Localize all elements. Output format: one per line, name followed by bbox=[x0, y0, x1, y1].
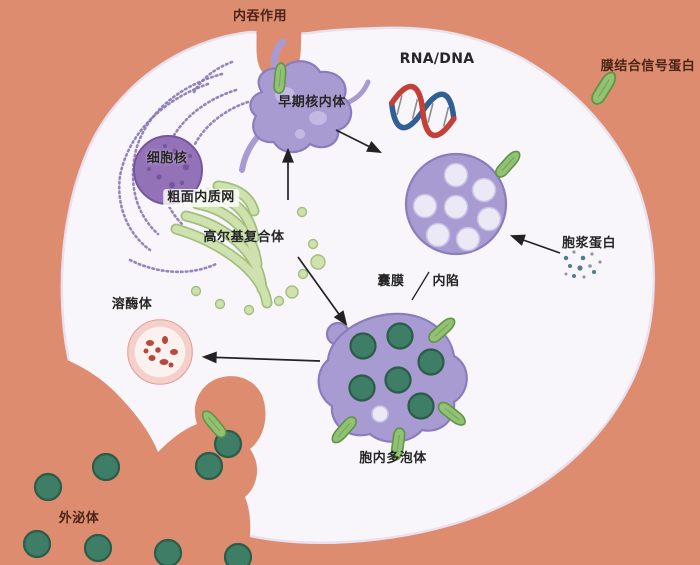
nucleus bbox=[133, 135, 203, 205]
exosome-vesicle bbox=[33, 472, 63, 502]
arrow-mvb-to-lysosome bbox=[201, 351, 321, 364]
dna-helix bbox=[388, 83, 457, 139]
arrow-golgi-to-mvb bbox=[297, 256, 348, 326]
label-endocytosis: 内吞作用 bbox=[232, 9, 288, 24]
exosome-vesicle bbox=[22, 529, 52, 559]
process-arrows bbox=[201, 129, 561, 364]
arrow-protein-to-mvb bbox=[509, 234, 561, 254]
rough-er bbox=[117, 60, 250, 274]
label-rough-er: 粗面内质网 bbox=[163, 189, 239, 207]
multivesicular-body bbox=[317, 312, 469, 462]
exosome-vesicle bbox=[91, 452, 121, 482]
nucleus-speckles bbox=[147, 144, 192, 188]
exosome-vesicle bbox=[83, 533, 113, 563]
golgi-vesicles bbox=[190, 206, 326, 316]
label-membrane-signal-protein: 膜结合信号蛋白 bbox=[600, 59, 696, 74]
arrow-endosome-to-mvb bbox=[335, 129, 382, 153]
label-exosome: 外泌体 bbox=[58, 511, 100, 526]
early-multivesicular-body bbox=[404, 147, 524, 256]
label-rna-dna: RNA/DNA bbox=[399, 51, 475, 67]
label-golgi: 高尔基复合体 bbox=[203, 230, 285, 245]
exosome-vesicle bbox=[194, 451, 224, 481]
exosome-vesicle bbox=[223, 542, 253, 565]
exosome-release-bay bbox=[0, 345, 266, 565]
pointer-invagination bbox=[411, 271, 430, 301]
label-early-endosome: 早期核内体 bbox=[278, 95, 346, 110]
label-cytoplasmic-protein: 胞浆蛋白 bbox=[561, 236, 617, 251]
label-nucleus: 细胞核 bbox=[146, 151, 188, 166]
cytoplasmic-protein-dots bbox=[563, 250, 602, 279]
exosome-vesicle bbox=[153, 538, 183, 565]
exosome-cluster bbox=[22, 407, 253, 565]
label-lysosome: 溶酶体 bbox=[111, 297, 153, 312]
lysosome bbox=[127, 319, 193, 385]
label-mvb: 胞内多泡体 bbox=[359, 451, 427, 466]
label-vesicle-membrane: 囊膜 bbox=[377, 274, 405, 289]
lysosome-contents bbox=[143, 336, 178, 368]
label-invagination: 内陷 bbox=[432, 274, 460, 289]
